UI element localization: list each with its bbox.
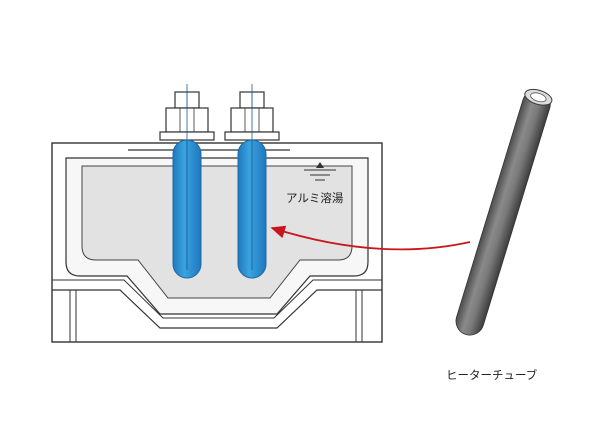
furnace-lower-step-outer [52, 289, 382, 329]
heater-tube-label: ヒーターチューブ [446, 368, 538, 382]
heater-assembly-right [224, 84, 280, 279]
heater-tube-body [455, 89, 551, 336]
heater-tube-standalone [455, 88, 553, 336]
heater-assembly-left [159, 84, 215, 279]
liquid-level-icon [304, 162, 336, 181]
curved-arrow-icon [270, 225, 471, 251]
melt-label: アルミ溶湯 [286, 191, 344, 205]
aluminum-melt [81, 165, 353, 299]
furnace-lower-step-inner [52, 279, 382, 319]
